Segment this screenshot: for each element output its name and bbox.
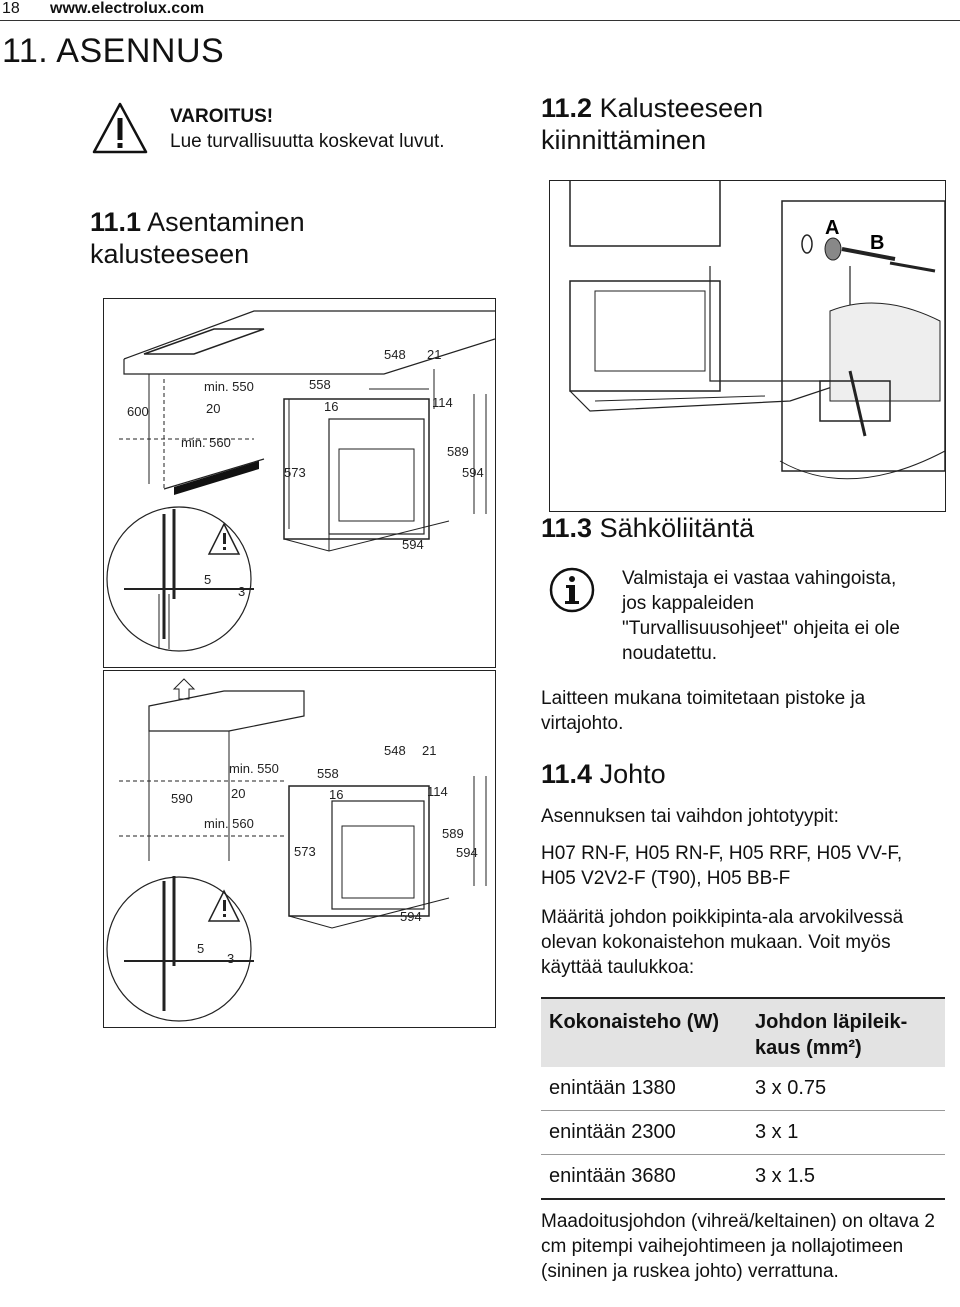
fixing-figure: A B	[549, 180, 946, 512]
dim-5: 5	[204, 572, 211, 587]
dim-600: 600	[127, 404, 149, 419]
dim-558: 558	[309, 377, 331, 392]
dim-20: 20	[206, 401, 220, 416]
chapter-title: 11. ASENNUS	[2, 32, 225, 70]
section-title: Kalusteeseen kiinnittäminen	[541, 93, 764, 155]
dim-573: 573	[284, 465, 306, 480]
dim-min-560: min. 560	[181, 435, 231, 450]
dim-590: 590	[171, 791, 193, 806]
table-top-rule	[541, 997, 945, 999]
dim-16: 16	[324, 399, 338, 414]
info-note: Valmistaja ei vastaa vahingoista, jos ka…	[622, 568, 900, 664]
table-header-power: Kokonaisteho (W)	[549, 1011, 719, 1033]
dim-21: 21	[422, 743, 436, 758]
table-header-cross-section: Johdon läpileik-kaus (mm²)	[755, 1011, 908, 1059]
table-cell-cross-section: 3 x 1	[755, 1121, 799, 1143]
dim-548: 548	[384, 743, 406, 758]
dim-min-560: min. 560	[204, 816, 254, 831]
table-header-row: Kokonaisteho (W) Johdon läpileik-kaus (m…	[541, 999, 945, 1067]
dim-573: 573	[294, 844, 316, 859]
installation-diagram-1: 600 min. 550 20 min. 560 558 548 21 16 1…	[106, 310, 496, 652]
dim-16: 16	[329, 787, 343, 802]
section-title: Sähköliitäntä	[599, 513, 755, 543]
header-rule	[0, 20, 960, 21]
installation-figure-column: 590 min. 550 20 min. 560 558 548 21 16 1…	[103, 670, 496, 1028]
cable-types: H07 RN-F, H05 RN-F, H05 RRF, H05 VV-F, H…	[541, 843, 903, 889]
warning-text: Lue turvallisuutta koskevat luvut.	[170, 131, 445, 152]
dim-558: 558	[317, 766, 339, 781]
page-number: 18	[2, 0, 20, 17]
section-number: 11.1	[90, 207, 142, 237]
label-a: A	[825, 217, 839, 239]
cable-sizing: Määritä johdon poikkipinta-ala arvokilve…	[541, 907, 904, 978]
dim-3: 3	[227, 951, 234, 966]
website-url: www.electrolux.com	[50, 0, 205, 17]
dim-5: 5	[197, 941, 204, 956]
ground-note: Maadoitusjohdon (vihreä/keltainen) on ol…	[541, 1211, 935, 1282]
table-cell-power: enintään 1380	[549, 1077, 676, 1099]
section-11-4-heading: 11.4 Johto	[541, 758, 841, 790]
dim-589: 589	[442, 826, 464, 841]
table-cell-cross-section: 3 x 0.75	[755, 1077, 827, 1099]
dim-min-550: min. 550	[229, 761, 279, 776]
table-row: enintään 3680 3 x 1.5	[541, 1155, 945, 1200]
table-cell-power: enintään 2300	[549, 1121, 676, 1143]
dim-589: 589	[447, 444, 469, 459]
dim-min-550: min. 550	[204, 379, 254, 394]
dim-548: 548	[384, 347, 406, 362]
warning-title: VAROITUS!	[170, 106, 274, 127]
plug-note: Laitteen mukana toimitetaan pistoke ja v…	[541, 688, 866, 734]
dim-594-height: 594	[456, 845, 478, 860]
section-title: Asentaminen kalusteeseen	[90, 207, 305, 269]
section-number: 11.2	[541, 93, 593, 123]
section-11-2-heading: 11.2 Kalusteeseen kiinnittäminen	[541, 92, 841, 156]
section-11-3-heading: 11.3 Sähköliitäntä	[541, 512, 941, 544]
table-row: enintään 1380 3 x 0.75	[541, 1067, 945, 1111]
warning-icon	[90, 100, 150, 161]
dim-594-width: 594	[402, 537, 424, 552]
dim-594-width: 594	[400, 909, 422, 924]
cable-table: Kokonaisteho (W) Johdon läpileik-kaus (m…	[541, 997, 945, 1200]
table-cell-cross-section: 3 x 1.5	[755, 1165, 816, 1187]
section-number: 11.4	[541, 759, 593, 789]
dim-21: 21	[427, 347, 441, 362]
cable-intro: Asennuksen tai vaihdon johtotyypit:	[541, 806, 839, 827]
table-row: enintään 2300 3 x 1	[541, 1111, 945, 1155]
installation-diagram-2: 590 min. 550 20 min. 560 558 548 21 16 1…	[106, 678, 487, 1022]
dim-20: 20	[231, 786, 245, 801]
section-title: Johto	[599, 759, 666, 789]
dim-594-height: 594	[462, 465, 484, 480]
info-icon	[548, 566, 596, 619]
fixing-diagram: A B	[569, 181, 946, 480]
section-number: 11.3	[541, 513, 593, 543]
label-b: B	[870, 232, 884, 254]
dim-114: 114	[432, 395, 453, 410]
installation-figure-worktop: 600 min. 550 20 min. 560 558 548 21 16 1…	[103, 298, 496, 668]
section-11-1-heading: 11.1 Asentaminen kalusteeseen	[90, 206, 390, 270]
table-cell-power: enintään 3680	[549, 1165, 676, 1187]
dim-114: 114	[427, 784, 448, 799]
dim-3: 3	[238, 584, 245, 599]
